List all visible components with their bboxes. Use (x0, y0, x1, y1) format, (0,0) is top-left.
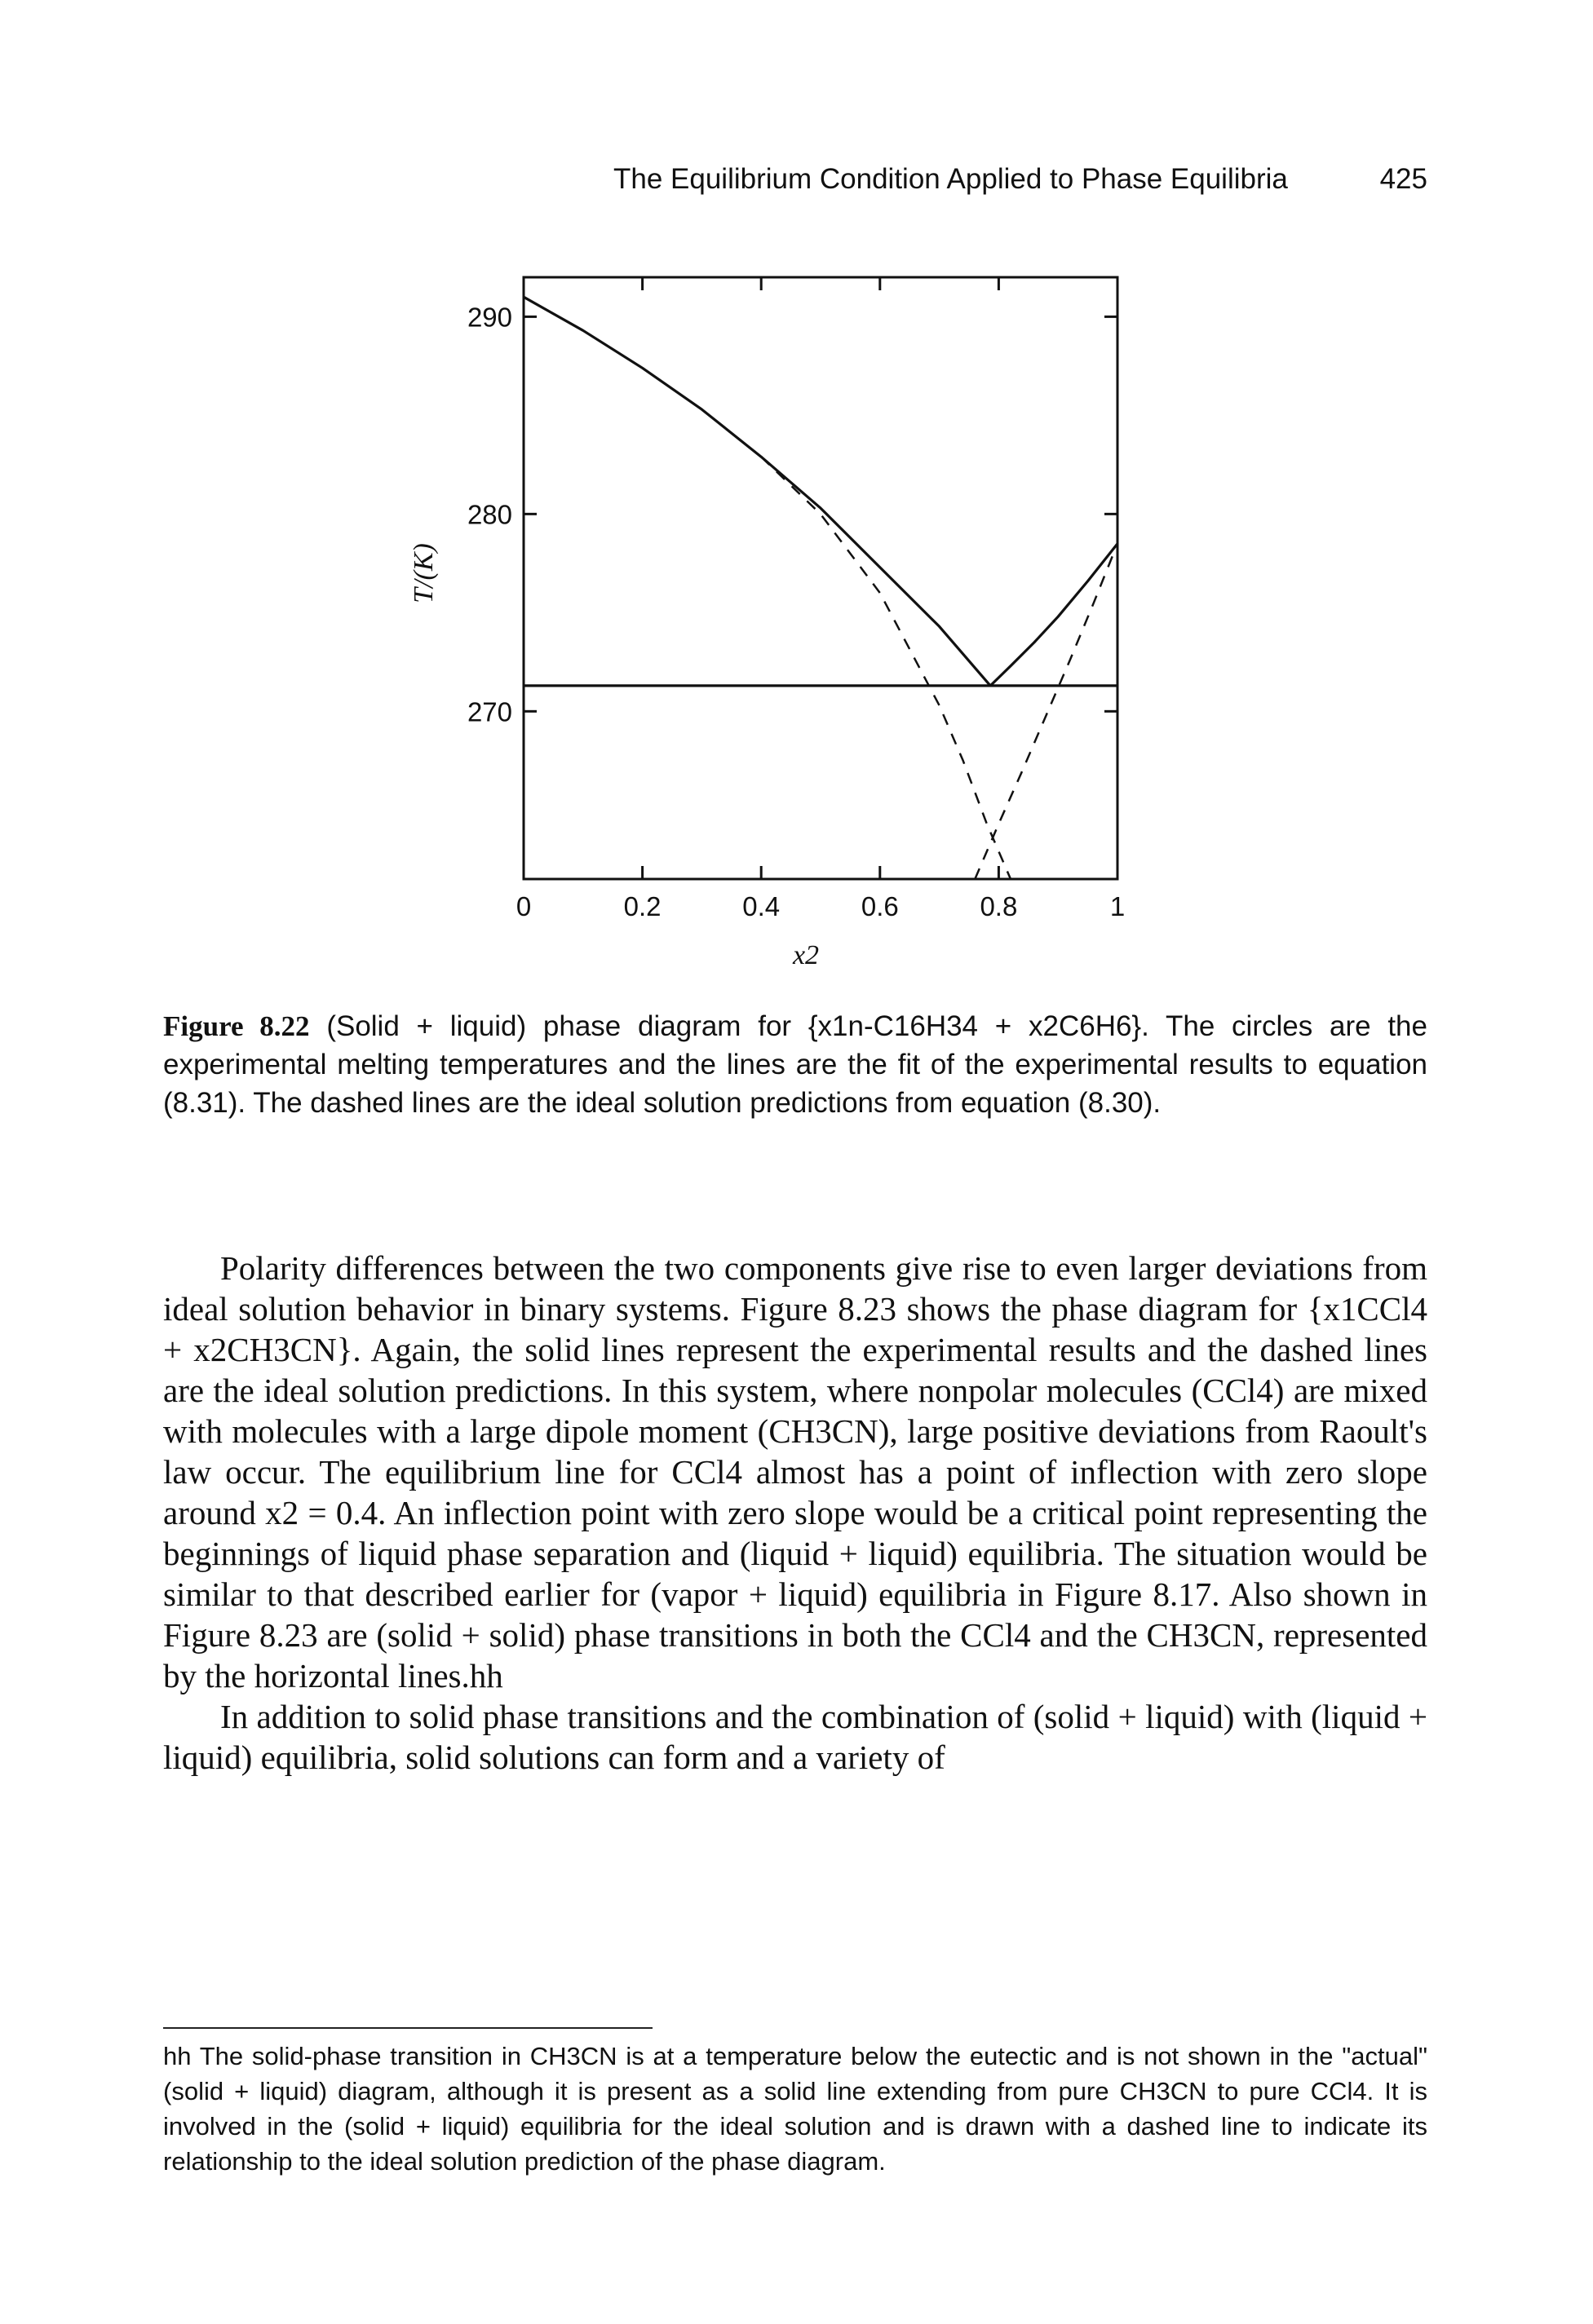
x-tick-label-1: 0.2 (624, 891, 662, 921)
x-tick-label-0: 0 (516, 891, 531, 921)
x-tick-labels: 0 0.2 0.4 0.6 0.8 1 (516, 891, 1125, 921)
paragraph-1: Polarity differences between the two com… (163, 1249, 1427, 1694)
series-line-2 (989, 542, 1119, 687)
figure-label: Figure 8.22 (163, 1010, 310, 1042)
figure-caption: Figure 8.22 (Solid + liquid) phase diagr… (163, 1007, 1427, 1122)
page-number: 425 (1379, 163, 1427, 195)
footnote-rule (163, 2027, 653, 2029)
axis-ticks (524, 277, 1117, 879)
series-line-4 (974, 543, 1119, 880)
y-axis-label: T/(K) (409, 543, 439, 603)
y-tick-label-2: 270 (467, 696, 512, 727)
x-tick-label-3: 0.6 (861, 891, 899, 921)
phase-diagram-figure: 0 0.2 0.4 0.6 0.8 1 290 280 270 x2 T/(K) (359, 261, 1224, 995)
running-head-title: The Equilibrium Condition Applied to Pha… (613, 163, 1288, 195)
x-tick-label-4: 0.8 (980, 891, 1017, 921)
x-tick-label-2: 0.4 (742, 891, 780, 921)
caption-text: (Solid + liquid) phase diagram for {x1n-… (163, 1010, 1427, 1119)
y-tick-labels: 290 280 270 (467, 302, 512, 727)
y-tick-label-1: 280 (467, 499, 512, 529)
plot-frame (522, 276, 1119, 881)
x-tick-label-5: 1 (1110, 891, 1125, 921)
x-axis-label: x2 (792, 940, 819, 970)
chart-series (523, 295, 1119, 880)
phase-diagram-chart: 0 0.2 0.4 0.6 0.8 1 290 280 270 x2 T/(K) (409, 276, 1125, 970)
series-line-3 (760, 456, 1012, 880)
paragraph-2: In addition to solid phase transitions a… (163, 1698, 1427, 1776)
footnote: hh The solid-phase transition in CH3CN i… (163, 2042, 1427, 2176)
series-line-1 (523, 295, 992, 687)
y-tick-label-0: 290 (467, 302, 512, 332)
body-text: Polarity differences between the two com… (163, 1248, 1427, 1778)
